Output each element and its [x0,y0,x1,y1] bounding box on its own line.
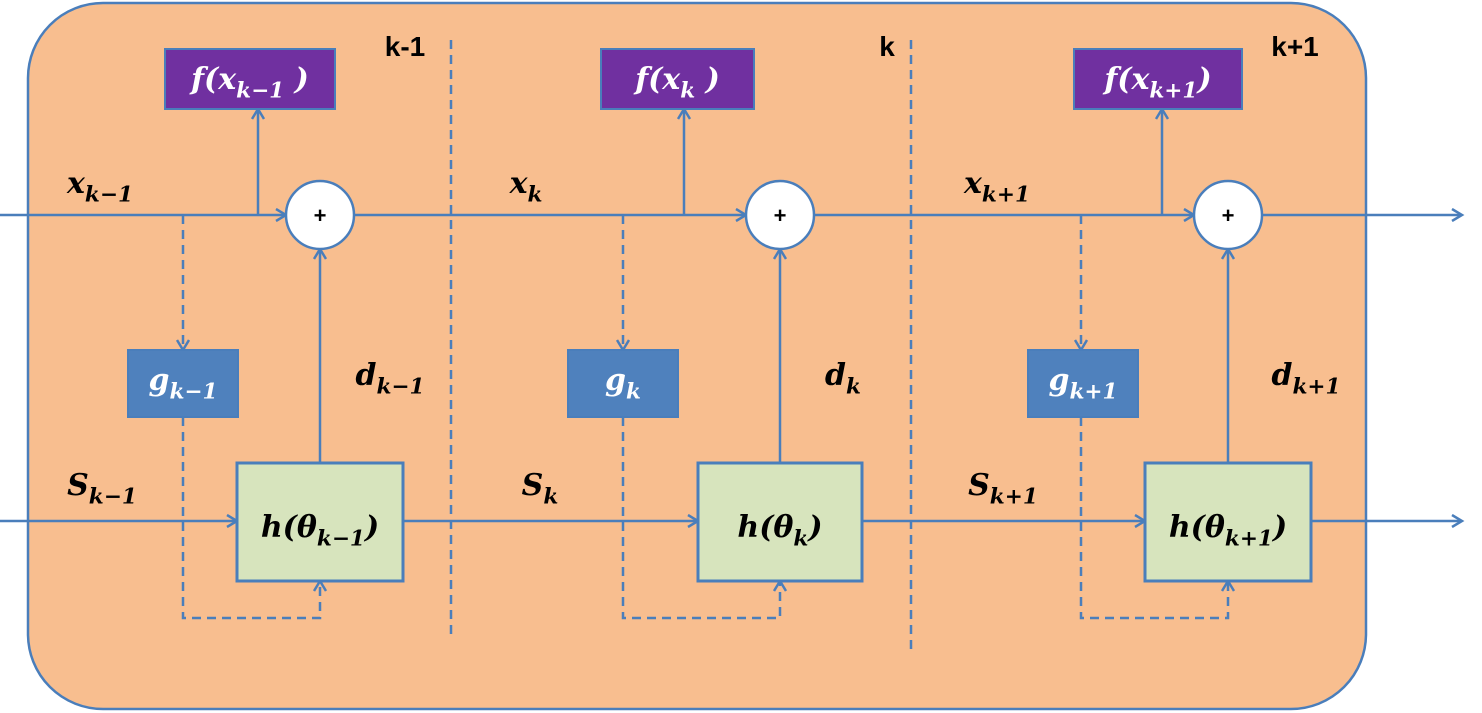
g-label-k-base: g [605,363,626,398]
f-label-k+1-base: f(x [1102,62,1150,97]
f-label-k: f(xk ) [633,62,720,103]
d-label-k+1: dk+1 [1271,358,1340,399]
h-label-k-close: ) [806,510,822,545]
sum-symbol-k-1: + [314,203,327,228]
d-label-k+1-subscript: k+1 [1292,374,1340,399]
d-label-k+1-base: d [1271,358,1292,393]
f-label-k+1-subscript: k+1 [1149,78,1197,103]
g-label-k-subscript: k [626,379,641,404]
stage-label-k: k [879,31,895,62]
s-label-k-1-subscript: k−1 [89,484,137,509]
x-label-k-1-base: x [66,166,86,201]
g-label-k-1-base: g [148,363,169,398]
h-label-k+1-close: ) [1271,510,1287,545]
h-label-k-1-subscript: k−1 [317,526,365,551]
s-label-k+1-base: S [968,468,990,503]
g-box-k-1 [127,349,239,418]
s-label-k-1: Sk−1 [67,468,137,509]
stage-label-k+1: k+1 [1271,31,1319,62]
h-box-k [696,461,864,583]
d-label-k-1-subscript: k−1 [376,374,424,399]
h-label-k-base: h(θ [737,510,793,545]
h-label-k-1: h(θk−1) [261,510,379,551]
g-label-k+1: gk+1 [1048,363,1117,404]
h-label-k-subscript: k [793,526,808,551]
s-label-k+1-subscript: k+1 [990,484,1038,509]
f-label-k+1-close: ) [1195,62,1211,97]
f-label-k-1: f(xk−1 ) [189,62,309,103]
f-label-k-base: f(x [633,62,681,97]
d-label-k-subscript: k [846,374,861,399]
h-label-k-1-close: ) [363,510,379,545]
d-label-k: dk [825,358,861,399]
sum-symbol-k+1: + [1222,203,1235,228]
x-label-k-1-subscript: k−1 [85,182,133,207]
g-label-k+1-base: g [1048,363,1069,398]
h-box-k+1 [1143,461,1313,583]
d-label-k-base: d [825,358,846,393]
h-label-k-1-base: h(θ [261,510,317,545]
g-label-k: gk [605,363,641,404]
f-label-k-1-subscript: k−1 [236,78,284,103]
x-label-k-1: xk−1 [66,166,133,207]
x-label-k-subscript: k [527,182,542,207]
s-label-k: Sk [522,468,559,509]
h-box-k-1 [235,461,405,583]
s-label-k-base: S [522,468,544,503]
f-box-k+1 [1073,48,1243,110]
f-label-k-1-base: f(x [189,62,237,97]
f-box-k-1 [164,48,336,110]
f-label-k-1-close: ) [284,62,309,97]
s-label-k+1: Sk+1 [968,468,1038,509]
d-label-k-1-base: d [355,358,376,393]
s-label-k-subscript: k [543,484,558,509]
g-label-k-1-subscript: k−1 [169,379,217,404]
f-label-k+1: f(xk+1) [1102,62,1211,103]
x-label-k-base: x [509,166,529,201]
f-label-k-subscript: k [680,78,695,103]
x-label-k+1-base: x [963,166,983,201]
s-label-k-1-base: S [67,468,89,503]
sum-symbol-k: + [774,203,787,228]
x-label-k+1-subscript: k+1 [982,182,1030,207]
sum-node-k [744,179,816,251]
h-label-k+1: h(θk+1) [1169,510,1287,551]
h-label-k+1-subscript: k+1 [1225,526,1273,551]
f-label-k-close: ) [695,62,720,97]
h-label-k+1-base: h(θ [1169,510,1225,545]
x-label-k+1: xk+1 [963,166,1030,207]
stage-label-k-1: k-1 [385,31,425,62]
sum-node-k+1 [1192,179,1264,251]
g-box-k+1 [1027,349,1139,418]
g-to-h-dashed-k [621,417,780,620]
g-label-k+1-subscript: k+1 [1069,379,1117,404]
g-to-h-dashed-k+1 [1079,417,1228,620]
x-label-k: xk [509,166,543,207]
sum-node-k-1 [284,179,356,251]
f-box-k [600,48,755,110]
d-label-k-1: dk−1 [355,358,424,399]
g-box-k [567,349,679,418]
h-label-k: h(θk) [737,510,822,551]
g-label-k-1: gk−1 [148,363,217,404]
